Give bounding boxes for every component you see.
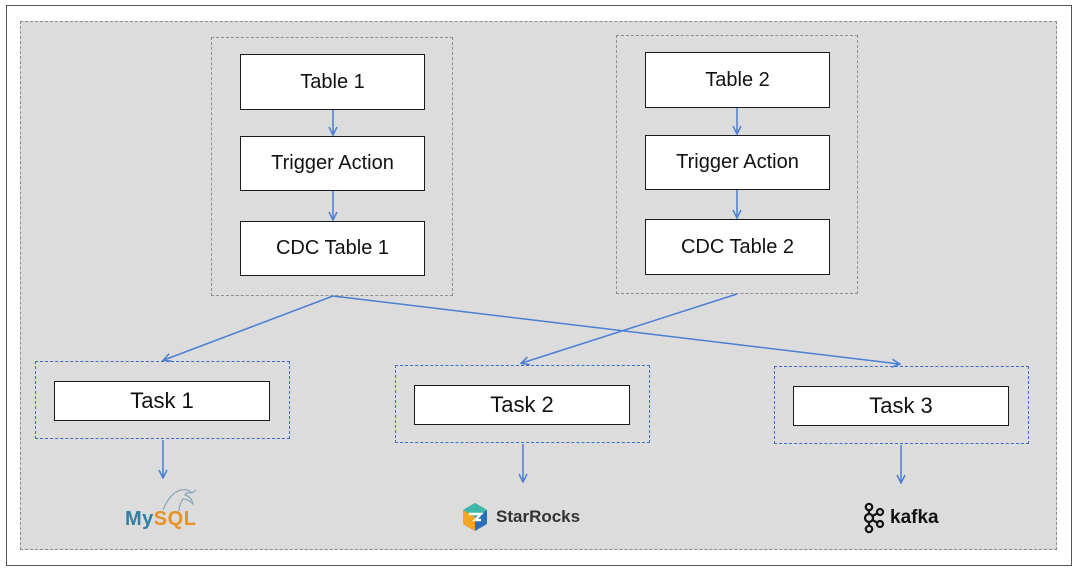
diagram-canvas	[20, 21, 1057, 550]
source-group-1	[211, 37, 453, 296]
mysql-wordmark-my: My	[125, 508, 154, 530]
task-2-box: Task 2	[414, 385, 630, 425]
cdc-table-2-box: CDC Table 2	[645, 219, 830, 275]
trigger-action-1-box: Trigger Action	[240, 136, 425, 191]
cdc-table-1-box: CDC Table 1	[240, 221, 425, 276]
arrow-group1-to-task1	[164, 295, 334, 360]
starrocks-wordmark: StarRocks	[496, 507, 581, 526]
mysql-wordmark: MySQL	[125, 508, 196, 531]
source-group-2	[616, 35, 858, 294]
kafka-wordmark: kafka	[890, 507, 939, 528]
mysql-dolphin-icon	[162, 489, 197, 512]
starrocks-logo: StarRocks	[460, 501, 580, 533]
task-2-group	[395, 365, 650, 443]
arrow-group2-to-task2	[522, 293, 738, 363]
arrow-group1-to-task3	[332, 295, 899, 364]
mysql-wordmark-sql: SQL	[153, 508, 197, 530]
trigger-action-2-box: Trigger Action	[645, 135, 830, 190]
kafka-logo: kafka	[862, 501, 939, 535]
task-1-box: Task 1	[54, 381, 270, 421]
starrocks-icon	[463, 503, 487, 531]
task-3-box: Task 3	[793, 386, 1009, 426]
kafka-icon	[863, 502, 885, 534]
table-1-box: Table 1	[240, 54, 425, 110]
table-2-box: Table 2	[645, 52, 830, 108]
mysql-logo: MySQL	[125, 484, 205, 530]
